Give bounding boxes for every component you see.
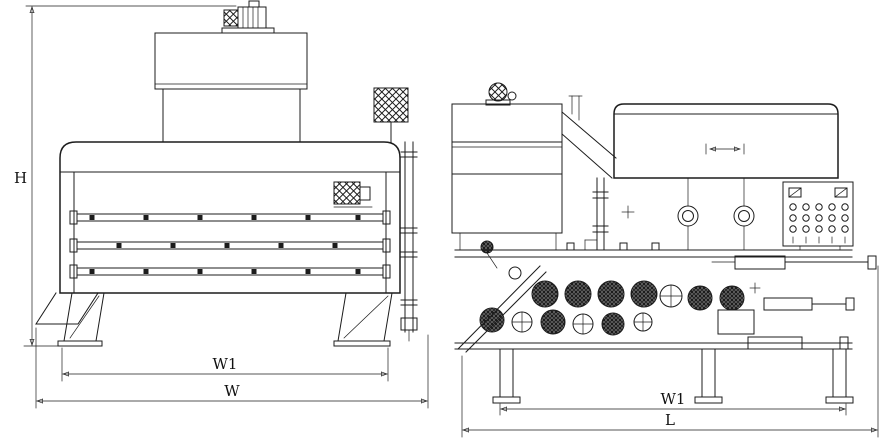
dim-label-l: L [665, 411, 675, 429]
support-legs-front [57, 292, 393, 347]
mixer-motor-icon [488, 82, 508, 102]
feed-hopper [154, 32, 308, 143]
dim-label-w1-front: W1 [213, 355, 238, 373]
support-legs-side [492, 348, 854, 404]
drain-pipe [584, 177, 635, 251]
inspection-box [717, 309, 755, 335]
junction-box [373, 87, 409, 143]
belt-incline [457, 252, 547, 353]
control-panel [782, 181, 854, 251]
dim-width-inner-front: W1 [61, 347, 389, 382]
dim-label-w1-side: W1 [661, 390, 686, 408]
side-view: W1 L [451, 82, 879, 438]
dim-label-w: W [224, 382, 240, 400]
dim-width-inner-side: W1 [499, 390, 847, 416]
dim-label-h: H [14, 169, 27, 187]
feed-chute-side [561, 95, 617, 179]
gravity-zone-cover [613, 103, 839, 179]
drum-outlet-flanges [677, 177, 755, 251]
discharge-chute [35, 292, 99, 325]
dim-width-overall: W [35, 327, 429, 409]
dim-height: H [14, 5, 237, 347]
front-view: H [14, 0, 429, 409]
pipe-assembly [400, 141, 418, 342]
roller-cluster [479, 240, 745, 336]
roller-rails [69, 210, 391, 279]
hydraulic-cylinders [711, 255, 877, 350]
flocculation-tank [451, 82, 563, 234]
dim-length-overall: L [461, 265, 879, 438]
agitator-motor-icon [333, 181, 373, 208]
machine-body [59, 141, 401, 294]
